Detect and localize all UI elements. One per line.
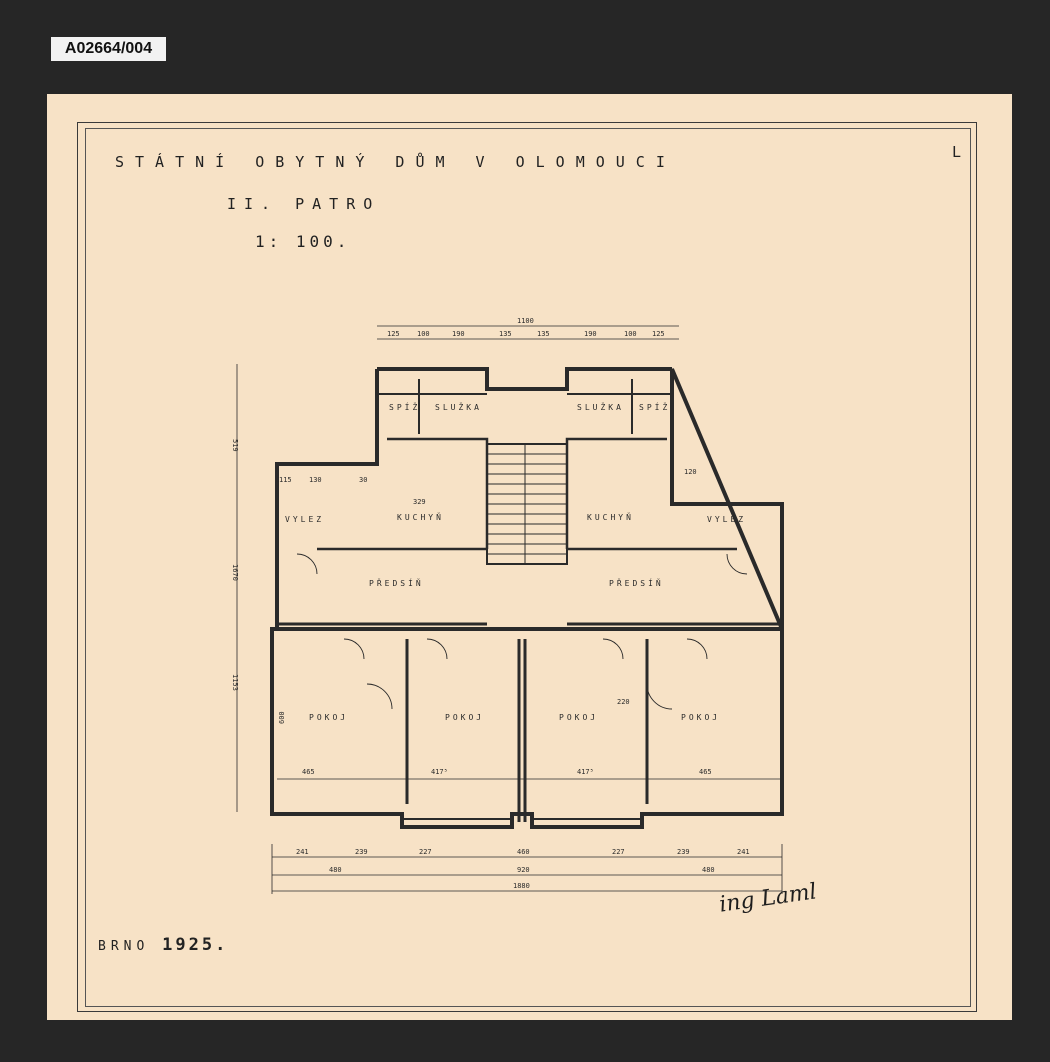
dim-bottom-2-2: 480 xyxy=(702,866,715,874)
stair xyxy=(486,443,568,565)
scale-label: 1: 100. xyxy=(255,232,351,251)
room-predsin-right: PŘEDSÍŇ xyxy=(609,577,664,588)
floor-label: II. PATRO xyxy=(227,195,381,213)
room-kuchyn-left: KUCHYŇ xyxy=(397,511,444,522)
dim-top-6: 100 xyxy=(624,330,637,338)
drawing-sheet: STÁTNÍ OBYTNÝ DŮM V OLOMOUCI II. PATRO 1… xyxy=(47,94,1012,1020)
dim-bottom-1-5: 239 xyxy=(677,848,690,856)
dim-side-upper: 519 xyxy=(231,439,239,452)
room-sluzka-left: SLUŽKA xyxy=(435,401,482,412)
dim-top-7: 125 xyxy=(652,330,665,338)
room-labels: POKOJ POKOJ POKOJ POKOJ KUCHYŇ KUCHYŇ PŘ… xyxy=(285,401,746,722)
dim-left-wing-2: 30 xyxy=(359,476,367,484)
dim-left-wing-0: 115 xyxy=(279,476,292,484)
dim-bottom-1-3: 460 xyxy=(517,848,530,856)
room-pokoj-3: POKOJ xyxy=(559,713,598,722)
room-pokoj-2: POKOJ xyxy=(445,713,484,722)
dim-bottom-1-4: 227 xyxy=(612,848,625,856)
dim-top-4: 135 xyxy=(537,330,550,338)
dim-bottom-1-6: 241 xyxy=(737,848,750,856)
room-pokoj-1: POKOJ xyxy=(309,713,348,722)
dim-bottom-1-2: 227 xyxy=(419,848,432,856)
sheet-border xyxy=(77,122,977,1012)
dimension-texts: 1100 125 100 190 135 135 190 100 125 519… xyxy=(231,317,750,890)
archive-id-label: A02664/004 xyxy=(51,37,166,61)
dim-bottom-total: 1880 xyxy=(513,882,530,890)
room-sluzka-right: SLUŽKA xyxy=(577,401,624,412)
dim-room-width-4: 465 xyxy=(699,768,712,776)
room-spiz-left: SPÍŽ xyxy=(389,401,420,412)
door-swings xyxy=(296,553,748,710)
dimension-lines xyxy=(236,325,783,894)
dim-door: 220 xyxy=(617,698,630,706)
dim-room-width-3: 417⁵ xyxy=(577,768,594,776)
dim-right-wing: 120 xyxy=(684,468,697,476)
dim-side-lower: 1153 xyxy=(231,674,239,691)
dim-bottom-2-1: 920 xyxy=(517,866,530,874)
dim-bottom-2-0: 480 xyxy=(329,866,342,874)
place-label: BRNO xyxy=(98,939,150,954)
dim-top-2: 190 xyxy=(452,330,465,338)
dim-top-1: 100 xyxy=(417,330,430,338)
dim-top-total: 1100 xyxy=(517,317,534,325)
dim-bottom-1-0: 241 xyxy=(296,848,309,856)
room-vylez-left: VYLEZ xyxy=(285,515,324,524)
room-vylez-right: VYLEZ xyxy=(707,515,746,524)
dim-top-0: 125 xyxy=(387,330,400,338)
corner-mark: L xyxy=(952,143,962,161)
plan-walls xyxy=(270,367,784,829)
dim-left-wing-1: 130 xyxy=(309,476,322,484)
dim-room-width-1: 465 xyxy=(302,768,315,776)
year-label: 1925. xyxy=(162,935,229,955)
dim-room-width-2: 417⁵ xyxy=(431,768,448,776)
dim-top-5: 190 xyxy=(584,330,597,338)
sheet-border-inner xyxy=(85,128,971,1007)
drawing-title: STÁTNÍ OBYTNÝ DŮM V OLOMOUCI xyxy=(115,153,676,171)
dim-kitchen: 329 xyxy=(413,498,426,506)
dim-top-3: 135 xyxy=(499,330,512,338)
dim-side-total: 1670 xyxy=(231,564,239,581)
room-kuchyn-right: KUCHYŇ xyxy=(587,511,634,522)
dim-bottom-1-1: 239 xyxy=(355,848,368,856)
dim-room-height: 600 xyxy=(278,711,286,724)
place-date: BRNO 1925. xyxy=(98,935,228,955)
floor-plan: POKOJ POKOJ POKOJ POKOJ KUCHYŇ KUCHYŇ PŘ… xyxy=(231,317,784,894)
room-predsin-left: PŘEDSÍŇ xyxy=(369,577,424,588)
room-spiz-right: SPÍŽ xyxy=(639,401,670,412)
room-pokoj-4: POKOJ xyxy=(681,713,720,722)
